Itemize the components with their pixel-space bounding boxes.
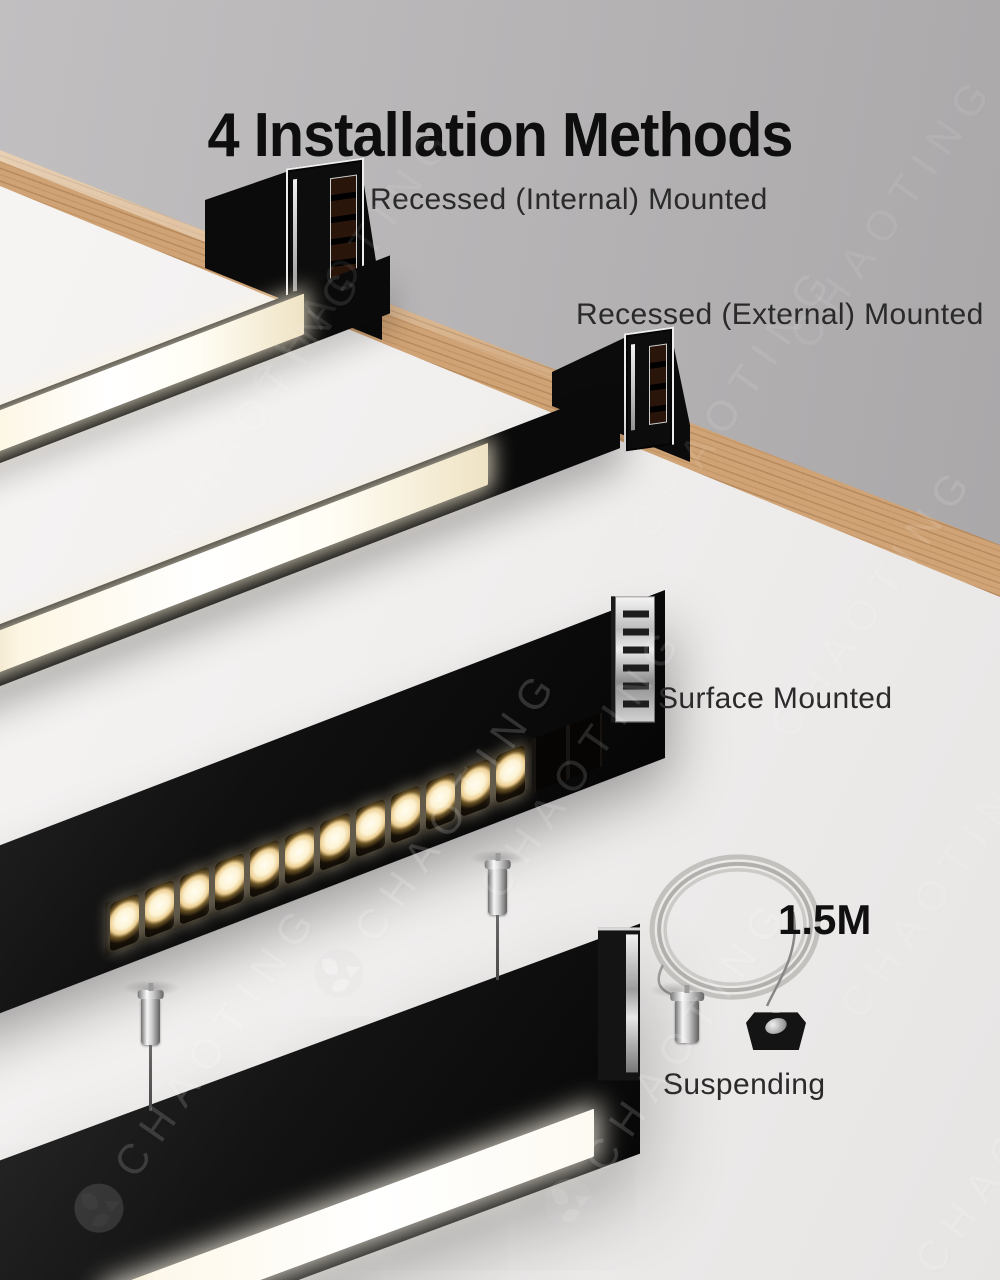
led-dot (355, 798, 385, 858)
label-suspending: Suspending (663, 1068, 826, 1101)
ceiling-clamp-icon (746, 1012, 806, 1050)
led-dot (390, 785, 420, 845)
page-title: 4 Installation Methods (207, 100, 793, 170)
suspension-wire-coil-icon (649, 854, 821, 1007)
unlit-baffle-section (532, 712, 602, 794)
label-recessed-internal: Recessed (Internal) Mounted (370, 183, 768, 216)
led-dot (285, 825, 315, 885)
magnet-strip (329, 174, 357, 281)
cable-length-label: 1.5M (778, 896, 872, 943)
wire-gripper-icon (488, 867, 507, 915)
aluminum-rail-edge (293, 178, 297, 292)
clamp-socket (763, 1015, 789, 1037)
led-dot (425, 771, 455, 831)
clamp-pin (771, 1012, 781, 1013)
wire-gripper-icon (675, 999, 699, 1043)
led-dot (215, 852, 245, 912)
suspension-cable (496, 915, 499, 980)
aluminum-end-cap (611, 596, 655, 723)
suspension-cable (149, 1045, 152, 1111)
led-dot (495, 744, 525, 804)
wire-gripper-icon (141, 997, 160, 1045)
led-dot (110, 892, 140, 953)
led-dot (460, 758, 490, 818)
led-dot (320, 812, 350, 872)
magnet-strip (649, 343, 667, 425)
label-surface-mounted: Surface Mounted (658, 682, 893, 715)
led-dot (250, 839, 280, 899)
led-dot (145, 879, 175, 939)
label-recessed-external: Recessed (External) Mounted (576, 298, 984, 331)
aluminum-rail-edge (631, 343, 635, 431)
led-dot (180, 865, 210, 926)
track-cross-section-external (624, 326, 674, 452)
